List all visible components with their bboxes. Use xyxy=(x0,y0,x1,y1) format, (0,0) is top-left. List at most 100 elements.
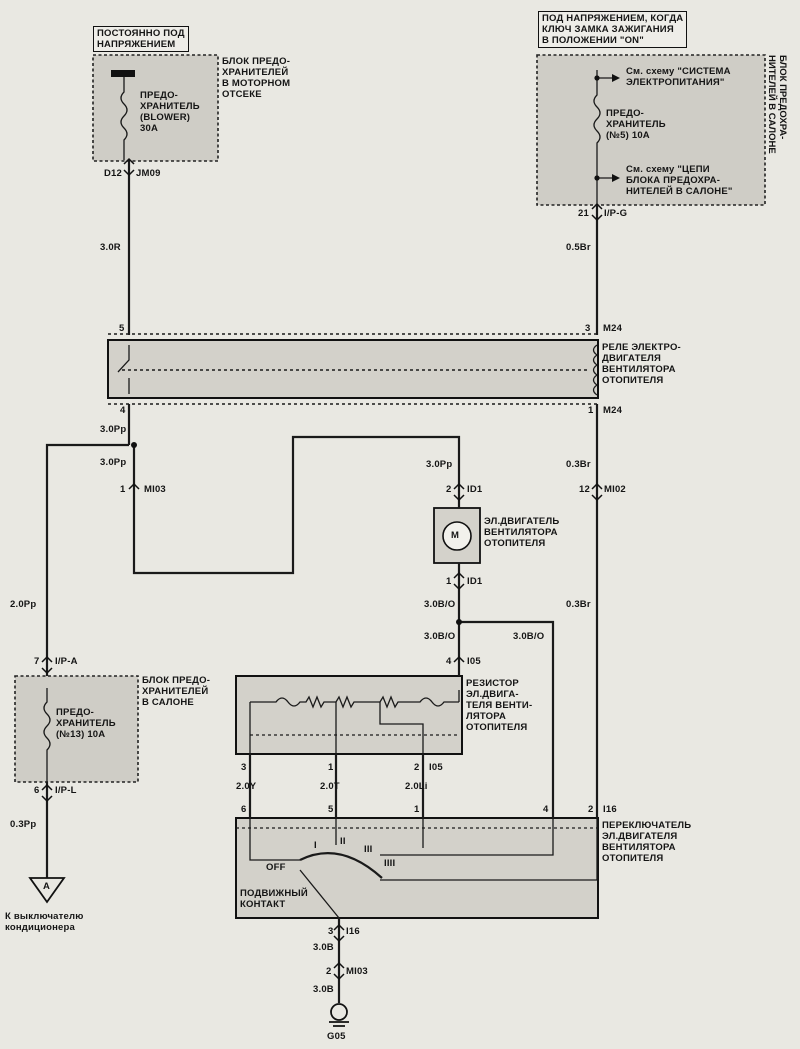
motor-symbol-letter: M xyxy=(451,530,460,541)
connector-label: I16 xyxy=(603,804,617,815)
switch-body xyxy=(235,817,599,919)
connector-label: I16 xyxy=(346,926,360,937)
pin-label: 6 xyxy=(241,804,247,815)
wire-label: 3.0Pp xyxy=(100,424,127,435)
connector-label: M24 xyxy=(603,405,623,416)
ignition-power-label: ПОД НАПРЯЖЕНИЕМ, КОГДА КЛЮЧ ЗАМКА ЗАЖИГА… xyxy=(538,11,688,48)
wire-label: 2.0T xyxy=(320,781,340,792)
constant-power-label: ПОСТОЯННО ПОД НАПРЯЖЕНИЕМ xyxy=(93,26,189,52)
switch-pos-2: II xyxy=(340,836,346,847)
cabin-fuse-box-right-title: БЛОК ПРЕДОХРА- НИТЕЛЕЙ В САЛОНЕ xyxy=(766,55,788,154)
pin-label: 1 xyxy=(414,804,420,815)
wire-30bo-branch xyxy=(459,620,555,818)
pin-label: 1 xyxy=(446,576,452,587)
cabin-fuse-box-left-title: БЛОК ПРЕДО- ХРАНИТЕЛЕЙ В САЛОНЕ xyxy=(142,675,211,708)
pin-label: 5 xyxy=(328,804,334,815)
switch-mechanism xyxy=(236,818,598,919)
connector-label: I/P-L xyxy=(55,785,77,796)
cabin-fuse-box-right xyxy=(536,54,766,206)
connector-label: MI03 xyxy=(144,484,166,495)
pin-label: 2 xyxy=(446,484,452,495)
movable-contact-label: ПОДВИЖНЫЙ КОНТАКТ xyxy=(240,888,308,910)
pin-label: 2 xyxy=(588,804,594,815)
wire-speed-lines xyxy=(248,754,425,818)
pin-label: 2 xyxy=(414,762,420,773)
wire-label: 3.0B xyxy=(313,942,334,953)
connector-label: ID1 xyxy=(467,576,483,587)
wire-label: 0.3Br xyxy=(566,459,591,470)
wire-label: 3.0Pp xyxy=(100,457,127,468)
wire-label: 3.0B/O xyxy=(424,599,456,610)
connector-label: MI02 xyxy=(604,484,626,495)
resistor-network xyxy=(249,690,460,754)
pin-label: 1 xyxy=(328,762,334,773)
ground-icon xyxy=(329,1003,349,1027)
pin-label: 3 xyxy=(241,762,247,773)
arrow-icon xyxy=(612,174,620,182)
switch-pos-4: IIII xyxy=(384,858,396,869)
wire-label: 2.0Pp xyxy=(10,599,37,610)
wire-label: 0.3Pp xyxy=(10,819,37,830)
connector-label: ID1 xyxy=(467,484,483,495)
wire-label: 2.0Li xyxy=(405,781,428,792)
wire-label: 3.0B/O xyxy=(424,631,456,642)
relay-coil xyxy=(592,344,599,396)
fuse5-element xyxy=(593,70,601,206)
wire-30pp xyxy=(132,435,461,575)
relay-switch xyxy=(117,345,130,394)
connector-label: M24 xyxy=(603,323,623,334)
pin-label: 2 xyxy=(326,966,332,977)
pin-label: 5 xyxy=(119,323,125,334)
resistor-title: РЕЗИСТОР ЭЛ.ДВИГА- ТЕЛЯ ВЕНТИ- ЛЯТОРА ОТ… xyxy=(466,678,533,733)
wire-label: 3.0B/O xyxy=(513,631,545,642)
switch-off: OFF xyxy=(266,862,286,873)
pin-label: 4 xyxy=(120,405,126,416)
splice-dots xyxy=(131,75,600,625)
pin-label: 4 xyxy=(446,656,452,667)
resistor-body xyxy=(235,675,463,755)
fuse13-element xyxy=(43,688,51,782)
relay-body xyxy=(107,339,599,399)
pin-label: D12 xyxy=(104,168,123,179)
wire-label: 3.0R xyxy=(100,242,121,253)
wire-label: 3.0Pp xyxy=(426,459,453,470)
connector-label: I05 xyxy=(467,656,481,667)
cabin-fuse-box-left xyxy=(14,675,139,783)
connector-label: I/P-A xyxy=(55,656,78,667)
bus-bar xyxy=(111,70,135,77)
wire-20pp xyxy=(45,443,129,878)
pin-label: 3 xyxy=(328,926,334,937)
fuse-circuits-ref: См. схему "ЦЕПИ БЛОКА ПРЕДОХРА- НИТЕЛЕЙ … xyxy=(626,164,733,197)
switch-title: ПЕРЕКЛЮЧАТЕЛЬ ЭЛ.ДВИГАТЕЛЯ ВЕНТИЛЯТОРА О… xyxy=(602,820,692,864)
pin-label: 7 xyxy=(34,656,40,667)
connector-label: JM09 xyxy=(136,168,161,179)
fuse13-label: ПРЕДО- ХРАНИТЕЛЬ (№13) 10А xyxy=(56,707,116,740)
pin-label: 1 xyxy=(588,405,594,416)
motor-title: ЭЛ.ДВИГАТЕЛЬ ВЕНТИЛЯТОРА ОТОПИТЕЛЯ xyxy=(484,516,560,549)
switch-pos-3: III xyxy=(364,844,373,855)
engine-fuse-box-title: БЛОК ПРЕДО- ХРАНИТЕЛЕЙ В МОТОРНОМ ОТСЕКЕ xyxy=(222,56,291,100)
pin-label: 3 xyxy=(585,323,591,334)
wire-label: 0.5Br xyxy=(566,242,591,253)
relay-housing-dash xyxy=(108,333,598,405)
connector-a-caption: К выключателю кондиционера xyxy=(5,911,84,933)
blower-fuse-element xyxy=(120,77,128,160)
wire-label: 0.3Br xyxy=(566,599,591,610)
switch-pos-1: I xyxy=(314,840,317,851)
connector-a-symbol xyxy=(28,877,66,904)
wire-label: 3.0B xyxy=(313,984,334,995)
wire-label: 2.0Y xyxy=(236,781,257,792)
pin-label: 12 xyxy=(579,484,590,495)
pin-label: 4 xyxy=(543,804,549,815)
arrow-icon xyxy=(612,74,620,82)
blower-fuse-label: ПРЕДО- ХРАНИТЕЛЬ (BLOWER) 30А xyxy=(140,90,200,134)
pin-label: 21 xyxy=(578,208,589,219)
connector-label: I/P-G xyxy=(604,208,628,219)
pin-label: 1 xyxy=(120,484,126,495)
connector-a-letter: A xyxy=(43,881,51,892)
ground-label: G05 xyxy=(327,1031,346,1042)
fuse5-label: ПРЕДО- ХРАНИТЕЛЬ (№5) 10А xyxy=(606,108,666,141)
power-system-ref: См. схему "СИСТЕМА ЭЛЕКТРОПИТАНИЯ" xyxy=(626,66,731,88)
